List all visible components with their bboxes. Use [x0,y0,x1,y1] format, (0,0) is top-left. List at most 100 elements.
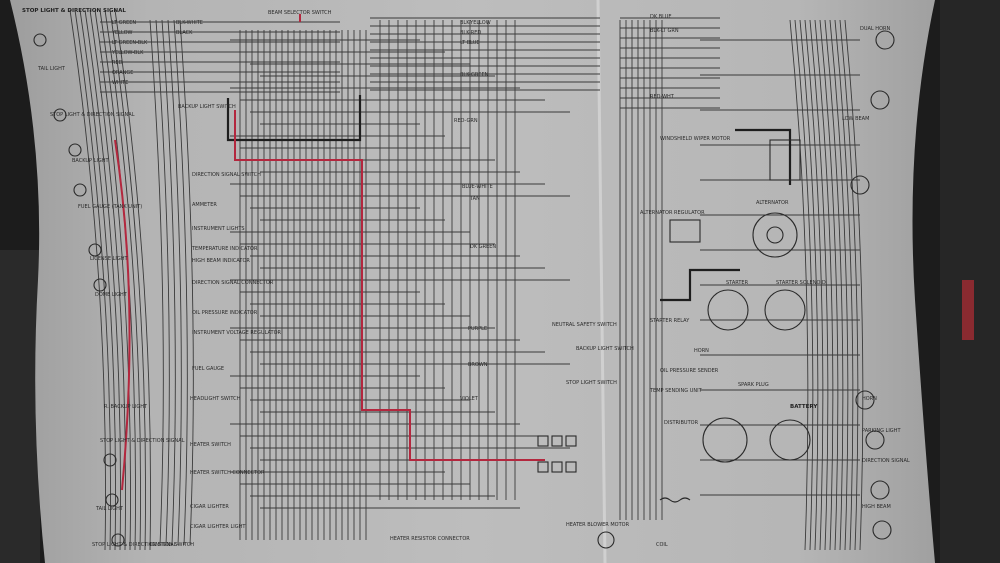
wire-label-yellow-blk: YELLOW-BLK [111,50,144,56]
label-windshield-wiper-motor: WINDSHIELD WIPER MOTOR [660,136,731,142]
left-harness-wire [179,19,194,546]
heavy-wire [226,95,362,142]
label-ignition-switch: IGNITION SWITCH [150,542,194,548]
wire-label-blk-green: BLK-GREEN [460,72,489,78]
left-harness-wire [114,9,151,551]
connector-block-icon [565,461,577,473]
left-harness-wire [155,19,170,546]
left-harness-wire [69,9,106,551]
label-parking-light: PARKING LIGHT [862,428,901,434]
label-battery: BATTERY [790,404,818,410]
label-temp-sending-unit: TEMP SENDING UNIT [649,388,703,394]
label-dir-signal-switch: DIRECTION SIGNAL SWITCH [192,172,261,178]
left-harness-wire [84,9,121,551]
heavy-wire [660,268,740,302]
label-fuel-gauge: FUEL GAUGE [192,366,224,372]
label-heater-switch: HEATER SWITCH [190,442,231,448]
label-starter-solenoid: STARTER SOLENOID [776,280,826,286]
label-instrument-voltage-regulator: INSTRUMENT VOLTAGE REGULATOR [192,330,282,336]
label-direction-signal-connector: DIRECTION SIGNAL CONNECTOR [192,280,274,286]
wire-label-lt-green: LT GREEN [112,20,136,26]
heavy-wire [735,128,792,185]
lamp-icon [73,183,87,197]
wire-label-blk-lt-grn: BLK-LT GRN [650,28,679,34]
right-harness-wire [844,19,864,551]
wire-label-lt-green-blk: LT GREEN-BLK [112,40,148,46]
right-harness-wire [829,19,849,551]
distributor-icon [702,417,748,463]
right-harness-wire [839,19,859,551]
wire-label-blue-white: BLUE-WHITE [462,184,493,190]
label-beam-selector: BEAM SELECTOR SWITCH [268,10,332,16]
lamp-icon [33,33,47,47]
wire-label-dk-green: DK GREEN [470,244,496,250]
lamp-icon [875,30,895,50]
lamp-icon [865,430,885,450]
label-stop-light-dir: STOP LIGHT & DIRECTION SIGNAL [50,112,135,118]
wire-label-violet: VIOLET [460,396,479,402]
label-temperature-indicator: TEMPERATURE INDICATOR [191,246,258,252]
label-heater-blower-motor: HEATER BLOWER MOTOR [566,522,630,528]
label-coil: COIL [656,542,668,548]
red-wire [114,139,131,491]
lamp-icon [88,243,102,257]
left-harness-wire [173,19,188,546]
label-instrument-lights: INSTRUMENT LIGHTS [192,226,245,232]
label-stop-light-switch: STOP LIGHT SWITCH [566,380,617,386]
wire-layer [69,9,864,551]
label-backup-light: BACKUP LIGHT [72,158,110,164]
label-cigar-lighter-light: CIGAR LIGHTER LIGHT [190,524,246,530]
lamp-icon [111,533,125,547]
wire-label-tan: TAN [469,196,480,202]
label-tail-light: TAIL LIGHT [37,66,66,72]
blower-motor-icon [597,531,615,549]
label-heater-switch-connector: HEATER SWITCH CONNECTOR [190,470,265,476]
left-harness-wire [109,9,146,551]
label-dual-horn: DUAL HORN [860,26,890,32]
label-horn-r: HORN [862,396,877,402]
label-neutral-safety-switch: NEUTRAL SAFETY SWITCH [552,322,617,328]
connector-block-icon [537,435,549,447]
lamp-icon [870,90,890,110]
label-distributor: DISTRIBUTOR [664,420,699,426]
wire-label-dk-blue: DK BLUE [650,14,672,20]
connector-block-icon [565,435,577,447]
red-object [962,280,974,340]
label-headlight-switch: HEADLIGHT SWITCH [190,396,241,402]
label-low-beam: LOW BEAM [842,116,869,122]
left-harness-wire [94,9,131,551]
wire-label-red: RED [112,60,123,66]
wire-label-brown: BROWN [468,362,488,368]
wire-label-yellow: YELLOW [111,30,133,36]
connector-block-icon [551,461,563,473]
right-harness-wire [789,19,809,551]
label-alternator-regulator: ALTERNATOR REGULATOR [640,210,705,216]
label-alternator: ALTERNATOR [756,200,789,206]
red-wire [234,110,545,461]
lamp-icon [53,108,67,122]
label-stop-light-dir-2: STOP LIGHT & DIRECTION SIGNAL [100,438,185,444]
left-harness-wire [89,9,126,551]
component-layer [33,30,895,549]
label-license-light: LICENSE LIGHT [90,256,128,262]
right-harness-wire [814,19,834,551]
label-fuel-gauge-tank: FUEL GAUGE (TANK UNIT) [78,204,142,210]
wire-label-lt-blue: LT BLUE [460,40,480,46]
label-backup-light-2: R. BACKUP LIGHT [104,404,148,410]
coil-icon [659,497,691,503]
right-harness-wire [819,19,839,551]
label-direction-signal-r: DIRECTION SIGNAL [862,458,910,464]
lamp-icon [855,390,875,410]
wire-label-black: BLACK [176,30,193,36]
label-horn: HORN [694,348,709,354]
wiper-motor-icon [769,139,801,181]
left-harness-wire [167,19,182,546]
regulator-icon [669,219,701,243]
lamp-icon [93,278,107,292]
lamp-icon [872,520,892,540]
left-clutter [0,250,40,563]
left-harness-wire [104,9,141,551]
label-oil-pressure-indicator: OIL PRESSURE INDICATOR [192,310,258,316]
wire-label-purple: PURPLE [468,326,487,332]
